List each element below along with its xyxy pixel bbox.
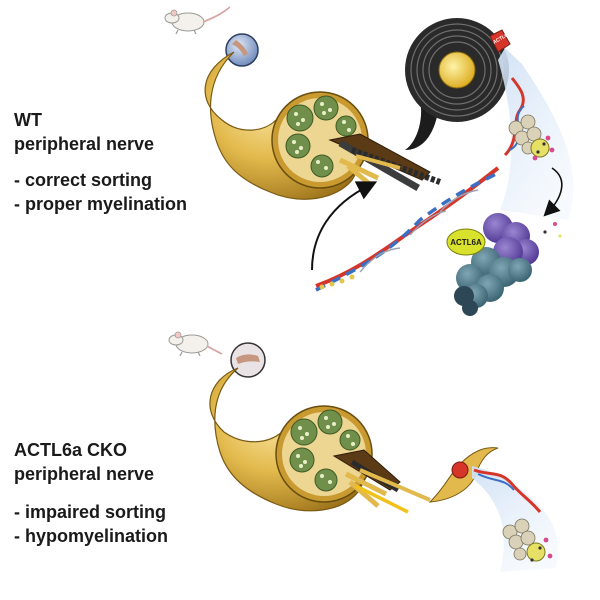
cko-point-sorting: - impaired sorting — [14, 502, 167, 522]
cko-point-myelination: - hypomyelination — [14, 526, 169, 546]
schwann-nucleus-tag: ACTL6 — [489, 29, 511, 53]
extruded-axons — [328, 133, 442, 192]
cko-caption: ACTL6a CKO peripheral nerve - impaired s… — [14, 438, 168, 548]
wt-caption: WT peripheral nerve - correct sorting - … — [14, 108, 187, 216]
actl6a-protein — [446, 228, 486, 256]
protein-label: ACTL6A — [450, 238, 482, 247]
nucleosome-icon — [508, 114, 555, 161]
dna-helix-icon — [473, 468, 542, 513]
myelin-cross-section-icon: ACTL6 — [405, 18, 511, 150]
cko-title: ACTL6a CKO — [14, 440, 128, 460]
nerve-bundle-icon — [204, 51, 442, 200]
leg-zoom-bubble — [225, 33, 259, 67]
wt-subtitle: peripheral nerve — [14, 134, 155, 154]
mouse-icon — [168, 331, 223, 357]
mouse-icon — [164, 6, 231, 35]
wt-point-sorting: - correct sorting — [14, 170, 153, 190]
dna-helix-icon — [315, 77, 525, 292]
nerve-bundle-icon — [209, 367, 431, 514]
arrow-icon — [311, 181, 378, 271]
extruded-axons — [332, 449, 431, 514]
myelin-cross-section-icon — [428, 447, 499, 503]
leg-zoom-bubble — [230, 342, 266, 378]
nerve-fascicles — [285, 95, 357, 178]
floating-particles — [543, 222, 562, 238]
wt-point-myelination: - proper myelination — [14, 194, 188, 214]
arrow-icon — [543, 167, 563, 217]
nucleosome-icon — [502, 518, 553, 562]
chromatin-remodeler-complex-icon: ACTL6A — [446, 213, 539, 316]
nerve-fascicles — [289, 409, 361, 492]
cko-subtitle: peripheral nerve — [14, 464, 155, 484]
wt-title: WT — [14, 110, 42, 130]
